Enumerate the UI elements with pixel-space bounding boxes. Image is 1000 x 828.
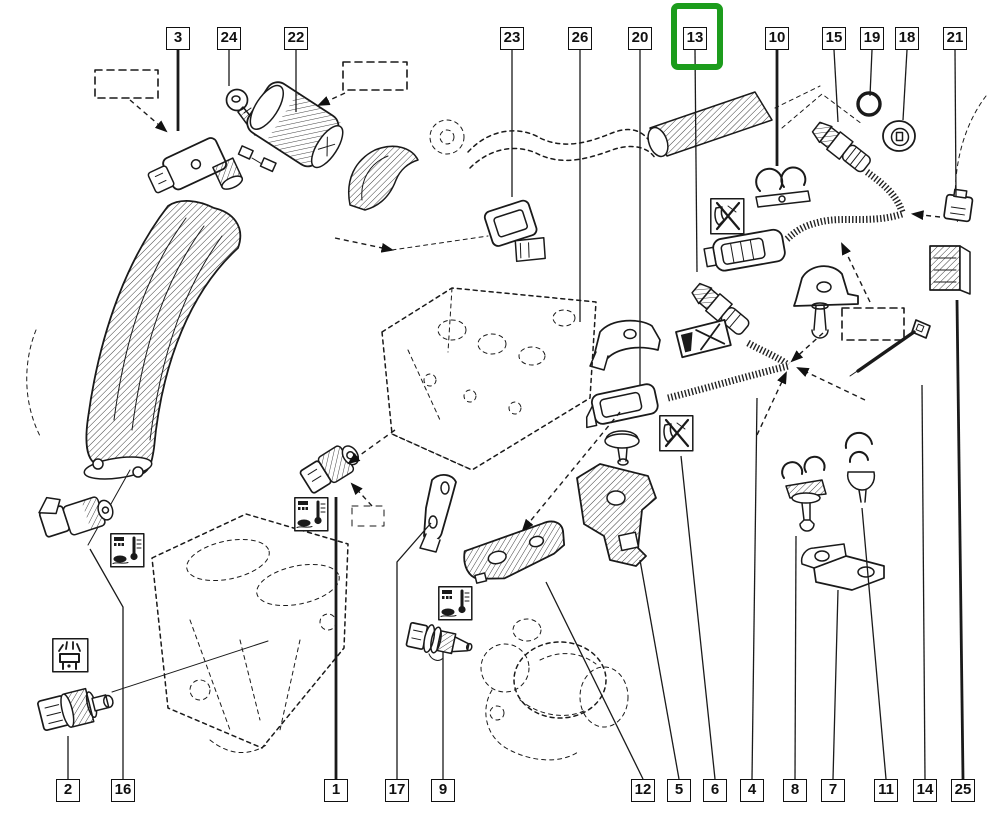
oil-pressure-switch-art bbox=[37, 687, 114, 731]
leader-6 bbox=[680, 455, 716, 780]
leader-17 bbox=[396, 522, 432, 779]
sensor-bracket-art bbox=[576, 463, 657, 567]
callout-7[interactable]: 7 bbox=[821, 779, 845, 802]
tdc-sensor-upper-art bbox=[483, 199, 546, 263]
air-hose-dashed-art bbox=[429, 119, 656, 169]
callout-10[interactable]: 10 bbox=[765, 27, 789, 50]
harness-clip-a-art bbox=[781, 455, 827, 532]
idle-motor-art bbox=[246, 81, 344, 170]
callout-12[interactable]: 12 bbox=[631, 779, 655, 802]
callout-9[interactable]: 9 bbox=[431, 779, 455, 802]
coolant-temp-sensor-art bbox=[299, 445, 360, 494]
cylinder-block-art bbox=[111, 513, 349, 754]
callout-11[interactable]: 11 bbox=[874, 779, 898, 802]
callout-25[interactable]: 25 bbox=[951, 779, 975, 802]
callout-14[interactable]: 14 bbox=[913, 779, 937, 802]
leader-5 bbox=[639, 559, 680, 780]
upper-oxygen-sensor-art bbox=[811, 121, 871, 173]
cable-tie-art bbox=[849, 319, 931, 377]
callout-23[interactable]: 23 bbox=[500, 27, 524, 50]
pointer-arrows bbox=[129, 92, 941, 532]
callout-18[interactable]: 18 bbox=[895, 27, 919, 50]
callout-15[interactable]: 15 bbox=[822, 27, 846, 50]
knock-piston-icon bbox=[52, 638, 89, 673]
callout-22[interactable]: 22 bbox=[284, 27, 308, 50]
leader-18 bbox=[902, 49, 908, 121]
heat-shield-art bbox=[463, 520, 566, 584]
leader-12 bbox=[545, 581, 644, 780]
egr-elbow-art bbox=[348, 145, 419, 211]
callout-1[interactable]: 1 bbox=[324, 779, 348, 802]
water-temp-sensor-art bbox=[405, 621, 473, 661]
crossed-label-icon bbox=[675, 319, 732, 359]
intake-manifold-art bbox=[26, 200, 242, 546]
callout-5[interactable]: 5 bbox=[667, 779, 691, 802]
callout-24[interactable]: 24 bbox=[217, 27, 241, 50]
leader-7 bbox=[832, 589, 839, 780]
relay-bracket-art bbox=[929, 245, 971, 295]
exhaust-clamp-art bbox=[755, 166, 811, 208]
leader-8 bbox=[794, 535, 797, 780]
callout-2[interactable]: 2 bbox=[56, 779, 80, 802]
callout-20[interactable]: 20 bbox=[628, 27, 652, 50]
sensor-plug-art bbox=[882, 120, 916, 152]
leader-4 bbox=[751, 397, 758, 780]
leader-lines bbox=[67, 49, 965, 780]
leader-11 bbox=[861, 507, 887, 780]
cylinder-head-art bbox=[381, 287, 597, 471]
water-temp-icon bbox=[437, 585, 474, 622]
upper-o2-cable bbox=[864, 169, 906, 214]
wiring-clip-art bbox=[943, 188, 974, 223]
callout-21[interactable]: 21 bbox=[943, 27, 967, 50]
leader-21 bbox=[954, 49, 957, 197]
callout-4[interactable]: 4 bbox=[740, 779, 764, 802]
lower-oxygen-sensor-art bbox=[691, 282, 750, 335]
small-fasteners-art bbox=[237, 145, 277, 173]
coolant-temp-icon bbox=[293, 496, 330, 533]
crank-sensor-art bbox=[585, 383, 659, 429]
water-pump-art bbox=[480, 618, 629, 761]
do-not-disconnect-icon-b bbox=[658, 414, 694, 452]
leader-13 bbox=[694, 49, 698, 273]
callout-16[interactable]: 16 bbox=[111, 779, 135, 802]
callout-19[interactable]: 19 bbox=[860, 27, 884, 50]
leader-16 bbox=[89, 548, 124, 779]
small-bracket-art bbox=[419, 474, 457, 553]
map-sensor-art bbox=[147, 137, 244, 194]
callout-17[interactable]: 17 bbox=[385, 779, 409, 802]
leader-14 bbox=[921, 384, 926, 780]
callout-8[interactable]: 8 bbox=[783, 779, 807, 802]
o-ring-art bbox=[856, 91, 882, 117]
intake-air-temp-icon bbox=[109, 532, 146, 569]
empty-label-box bbox=[351, 505, 385, 527]
harness-clip-b-art bbox=[844, 431, 876, 503]
callout-3[interactable]: 3 bbox=[166, 27, 190, 50]
z-bracket-art bbox=[800, 543, 885, 591]
callout-13[interactable]: 13 bbox=[683, 27, 707, 50]
leader-19 bbox=[869, 49, 873, 97]
tdc-sensor-art bbox=[38, 496, 114, 538]
highlight-box bbox=[671, 3, 723, 70]
crank-sensor-cable bbox=[667, 362, 789, 402]
do-not-disconnect-icon-a bbox=[709, 197, 745, 235]
callout-6[interactable]: 6 bbox=[703, 779, 727, 802]
callout-26[interactable]: 26 bbox=[568, 27, 592, 50]
cable-bracket-art bbox=[793, 265, 859, 339]
leader-15 bbox=[833, 49, 839, 123]
harness-connector-art bbox=[703, 228, 786, 272]
leader-25 bbox=[955, 299, 965, 780]
hanger-bracket-art bbox=[589, 319, 661, 371]
dashed-reference-boxes bbox=[94, 61, 905, 341]
grommet-art bbox=[604, 430, 640, 466]
